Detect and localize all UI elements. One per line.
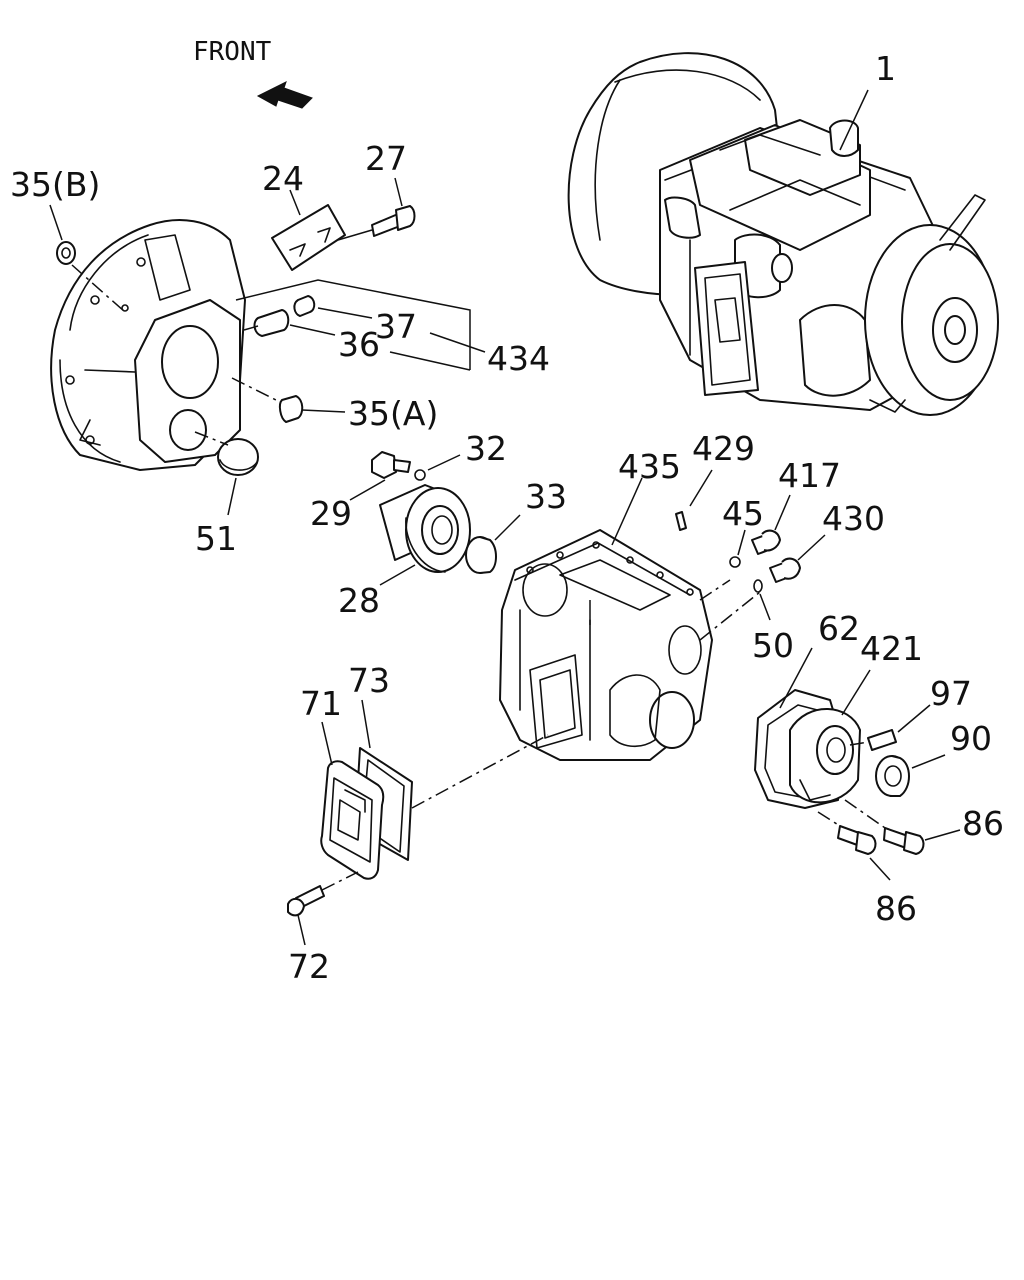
- label-part-73: 73: [348, 661, 390, 700]
- label-part-37: 37: [375, 307, 417, 346]
- plug-51: 51: [194, 431, 259, 558]
- label-part-434: 434: [487, 339, 550, 378]
- bolt-29: 32 29: [310, 429, 507, 533]
- front-label: FRONT: [193, 37, 272, 67]
- label-part-72: 72: [288, 947, 330, 986]
- label-part-51: 51: [195, 519, 237, 558]
- front-indicator: FRONT: [193, 37, 313, 109]
- label-part-27: 27: [365, 139, 407, 178]
- small-fittings: 429 45 417 430 50: [675, 429, 885, 665]
- bearing-retainer-28: 28: [338, 484, 471, 620]
- bolt-72: 72: [287, 871, 359, 986]
- label-part-430: 430: [822, 499, 885, 538]
- bolts-86: 86 86: [817, 799, 1004, 928]
- dowel-pins: 37 36 434: [235, 279, 550, 378]
- label-part-33: 33: [525, 477, 567, 516]
- bushing-35a: 35(A): [231, 377, 438, 433]
- stud-97: 97: [849, 674, 972, 751]
- label-part-90: 90: [950, 719, 992, 758]
- label-part-45: 45: [722, 494, 764, 533]
- bearing-33: 33: [465, 477, 567, 574]
- label-part-1: 1: [875, 49, 896, 88]
- bushing-35b: 35(B): [10, 165, 126, 313]
- label-part-35b: 35(B): [10, 165, 100, 204]
- front-arrow-icon: [256, 81, 313, 109]
- side-cover: 71 73: [300, 661, 549, 880]
- bolt-27: 27: [337, 139, 416, 241]
- oil-seal-90: 90: [875, 719, 992, 797]
- clutch-housing: [50, 219, 246, 471]
- label-part-50: 50: [752, 626, 794, 665]
- label-part-435: 435: [618, 447, 681, 486]
- label-part-35a: 35(A): [348, 394, 438, 433]
- label-plate: 24: [262, 159, 346, 271]
- label-part-62: 62: [818, 609, 860, 648]
- transmission-case-435: 435: [499, 447, 761, 761]
- label-part-429: 429: [692, 429, 755, 468]
- transmission-assembly: 1: [567, 49, 999, 416]
- label-part-71: 71: [300, 684, 342, 723]
- label-part-24: 24: [262, 159, 304, 198]
- label-part-86a: 86: [962, 804, 1004, 843]
- rear-cover: 62 421: [754, 609, 923, 809]
- label-part-28: 28: [338, 581, 380, 620]
- label-part-417: 417: [778, 456, 841, 495]
- label-part-97: 97: [930, 674, 972, 713]
- label-part-29: 29: [310, 494, 352, 533]
- label-part-32: 32: [465, 429, 507, 468]
- label-part-421: 421: [860, 629, 923, 668]
- label-part-86b: 86: [875, 889, 917, 928]
- label-part-36: 36: [338, 325, 380, 364]
